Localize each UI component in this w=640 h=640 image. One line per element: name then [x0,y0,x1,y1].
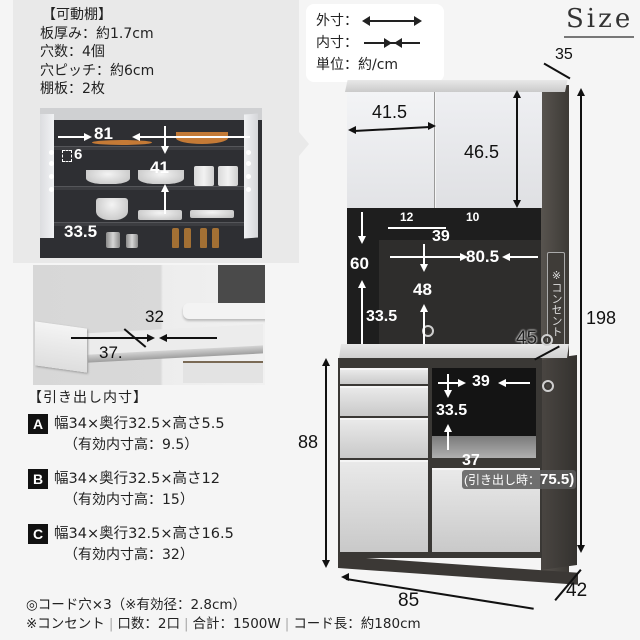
drawer-inner-heading: 【引き出し内寸】 [28,390,148,406]
cabinet-top [345,80,568,92]
cord-hole-icon [542,380,554,392]
movable-shelf-heading: 【可動棚】 [42,7,112,23]
drawer-a-badge: A [28,414,48,434]
drawer-b-effective: （有効内寸高：15） [64,492,194,508]
inner-dim-label: 内寸： [316,35,358,51]
drawer-b-badge: B [28,469,48,489]
dimension-legend: 外寸： 内寸： 単位：約/cm [306,4,444,82]
left-door [40,114,54,238]
drawer-top-strip [340,368,428,384]
hole-count: 穴数：4個 [40,44,105,60]
outer-dim-label: 外寸： [316,13,358,29]
open-width-dim: 80.5 [466,247,500,266]
size-title-underline [564,36,634,38]
open-shelf-cavity [347,208,541,350]
shelf-gap-dim: 12 [400,210,414,224]
panel-pointer [299,132,309,156]
hole-pitch-dim: 6 [74,146,83,163]
open-inner-height-dim: 48 [413,280,432,299]
slide-depth-dim: 37 [462,452,480,469]
drawer-photo-depth-dim: 37. [99,343,123,362]
drawer-c-row: C 幅34×奥行32.5×高さ16.5 [28,524,234,544]
drawer-c-dims: 幅34×奥行32.5×高さ16.5 [54,526,234,542]
cord-hole-note: ◎コード穴×3（※有効径：2.8cm） [26,597,247,613]
drawer-inner-dimensions: 【引き出し内寸】 A 幅34×奥行32.5×高さ5.5 （有効内寸高：9.5） … [28,388,234,579]
drawer-c-effective: （有効内寸高：32） [64,547,194,563]
drawer-photo-width-dim: 32 [145,307,164,326]
drawer-a-row: A 幅34×奥行32.5×高さ5.5 [28,414,234,434]
open-shelf-depth-dim: 39 [432,228,450,245]
drawer-a [340,386,428,416]
outlet-note: ※コンセント|口数：2口|合計：1500W|コード長：約180cm [26,616,421,632]
slide-extended-value: 75.5) [540,471,575,488]
movable-shelf-specs: 【可動棚】 板厚み：約1.7cm 穴数：4個 穴ピッチ：約6cm 棚板：2枚 [40,6,154,99]
outlet-ports: 口数：2口 [117,616,180,632]
size-title: Size [566,4,634,34]
counter-depth-dim: 45 [516,328,538,349]
drawer-b [340,418,428,458]
shelf-count: 棚板：2枚 [40,81,105,97]
hole-pitch: 穴ピッチ：約6cm [40,62,155,79]
outlet-prefix: ※コンセント [26,616,105,632]
outlet-cord: コード長：約180cm [293,616,421,632]
upper-left-door [347,92,435,208]
upper-door-width-dim: 41.5 [372,102,408,122]
top-depth-dim: 35 [555,46,573,63]
drawer-a-dims: 幅34×奥行32.5×高さ5.5 [54,416,225,432]
slide-extended-label: (引き出し時：75.5) [462,470,577,489]
inner-dim-arrow-icon [364,38,420,48]
drawer-c-badge: C [28,524,48,544]
drawer-c [340,460,428,552]
footnotes: ◎コード穴×3（※有効径：2.8cm） ※コンセント|口数：2口|合計：1500… [26,596,421,634]
shelf-width-dim: 81 [94,124,113,143]
shelf-depth-10-dim: 10 [466,210,480,224]
cord-hole-icon [541,334,553,346]
drawer-a-effective: （有効内寸高：9.5） [64,437,199,453]
total-height-dim: 198 [586,308,617,328]
outlet-total: 合計：1500W [192,616,281,632]
shelf-thickness: 板厚み：約1.7cm [40,25,154,42]
slide-tray [432,436,536,458]
drawer-b-dims: 幅34×奥行32.5×高さ12 [54,471,220,487]
outer-dim-arrow-icon [362,16,422,26]
unit-label: 単位：約/cm [316,57,399,73]
lower-height-dim: 88 [298,432,319,452]
shelf-height-dim: 41 [150,158,169,177]
shelf-depth-dim: 33.5 [64,222,98,241]
total-width-dim: 85 [398,590,420,611]
appliance-height-dim: 33.5 [436,402,468,419]
open-inner-depth-dim: 33.5 [366,308,398,325]
upper-right-door [436,92,542,208]
drawer-photo: 32 37. [33,265,265,385]
appliance-width-dim: 39 [472,373,490,390]
shelf-interior-photo: 81 6 41 33.5 [40,108,262,258]
upper-door-height-dim: 46.5 [464,142,500,162]
open-height-60-dim: 60 [350,254,369,273]
total-depth-dim: 42 [566,580,588,601]
outlet-label: ※コンセント [547,252,565,352]
drawer-b-row: B 幅34×奥行32.5×高さ12 [28,469,234,489]
